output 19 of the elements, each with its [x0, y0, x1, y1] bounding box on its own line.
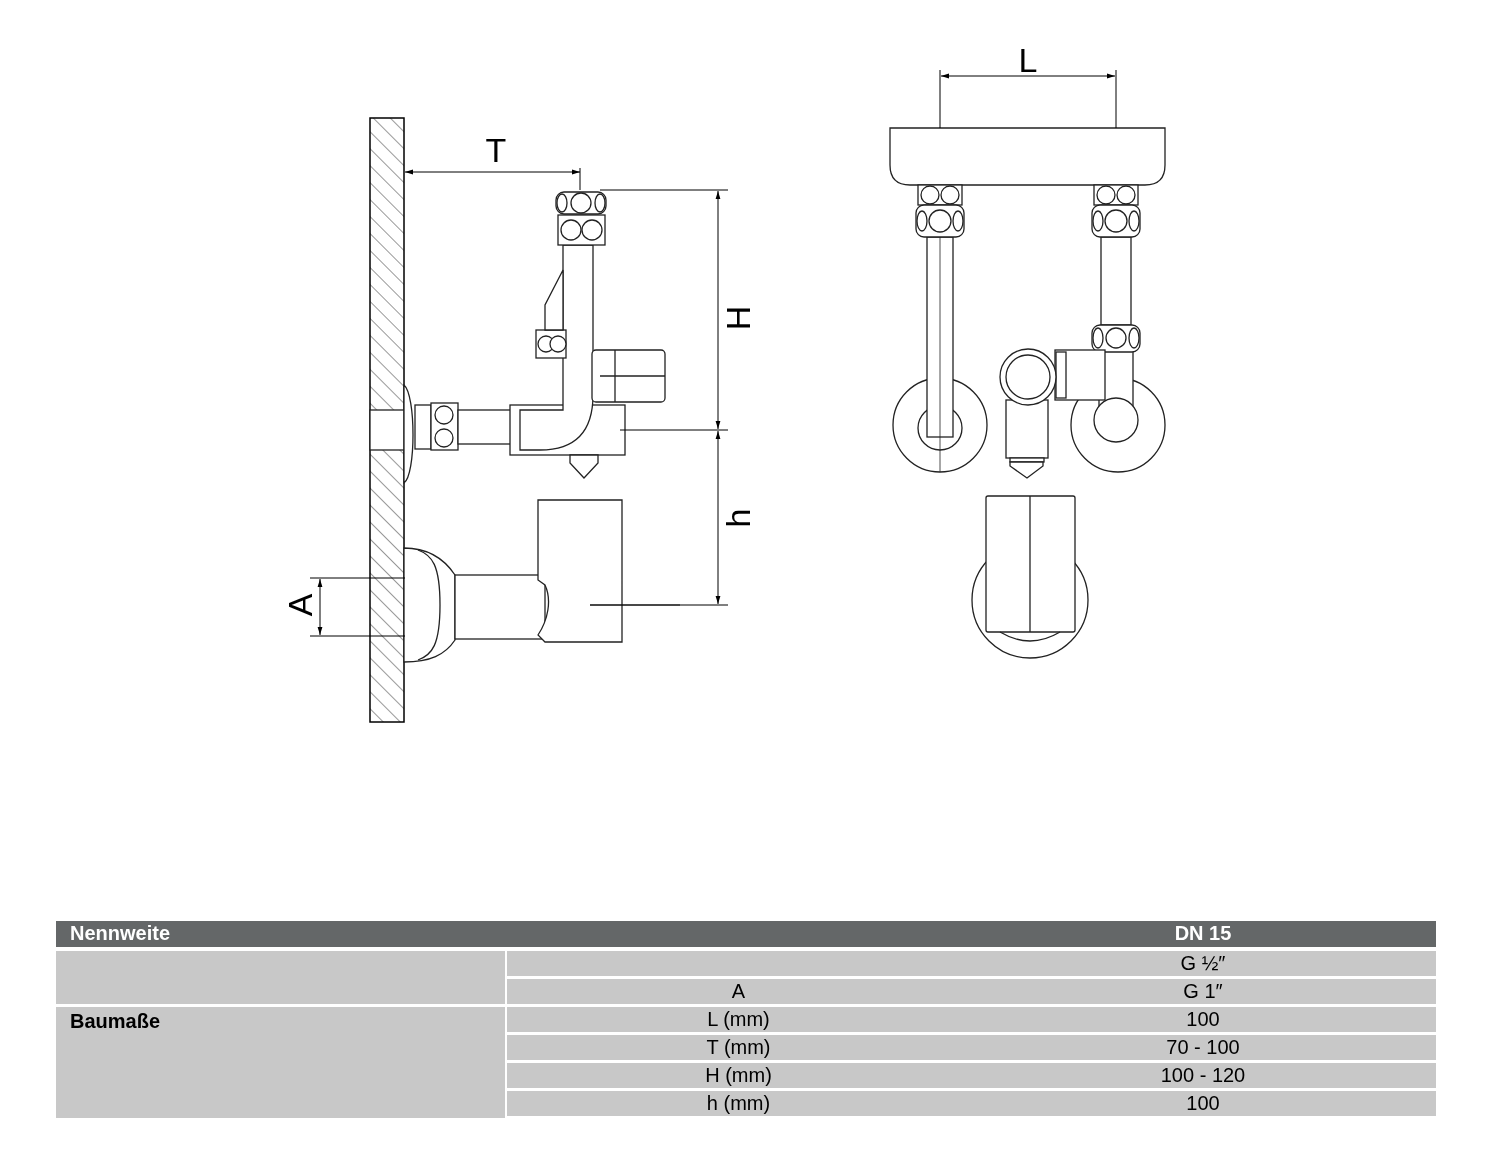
table-cell: 70 - 100 — [970, 1035, 1436, 1060]
table-cell: Baumaße — [56, 1007, 505, 1118]
dimension-label: L — [1017, 43, 1039, 77]
table-cell: G 1″ — [970, 979, 1436, 1004]
table-cell: G ½″ — [970, 951, 1436, 976]
dimension-label: h — [721, 507, 755, 530]
table-cell: 100 - 120 — [970, 1063, 1436, 1088]
dimension-label: H — [721, 304, 755, 333]
table-cell: T (mm) — [507, 1035, 970, 1060]
table-cell: 100 — [970, 1007, 1436, 1032]
table-cell: h (mm) — [507, 1091, 970, 1116]
table-cell: L (mm) — [507, 1007, 970, 1032]
table-header-cell: DN 15 — [970, 921, 1436, 947]
table-cell: H (mm) — [507, 1063, 970, 1088]
table-cell: A — [507, 979, 970, 1004]
table-cell: 100 — [970, 1091, 1436, 1116]
table-header-cell: Nennweite — [56, 921, 970, 947]
dimension-label: A — [283, 592, 317, 619]
dimension-label: T — [484, 133, 508, 167]
